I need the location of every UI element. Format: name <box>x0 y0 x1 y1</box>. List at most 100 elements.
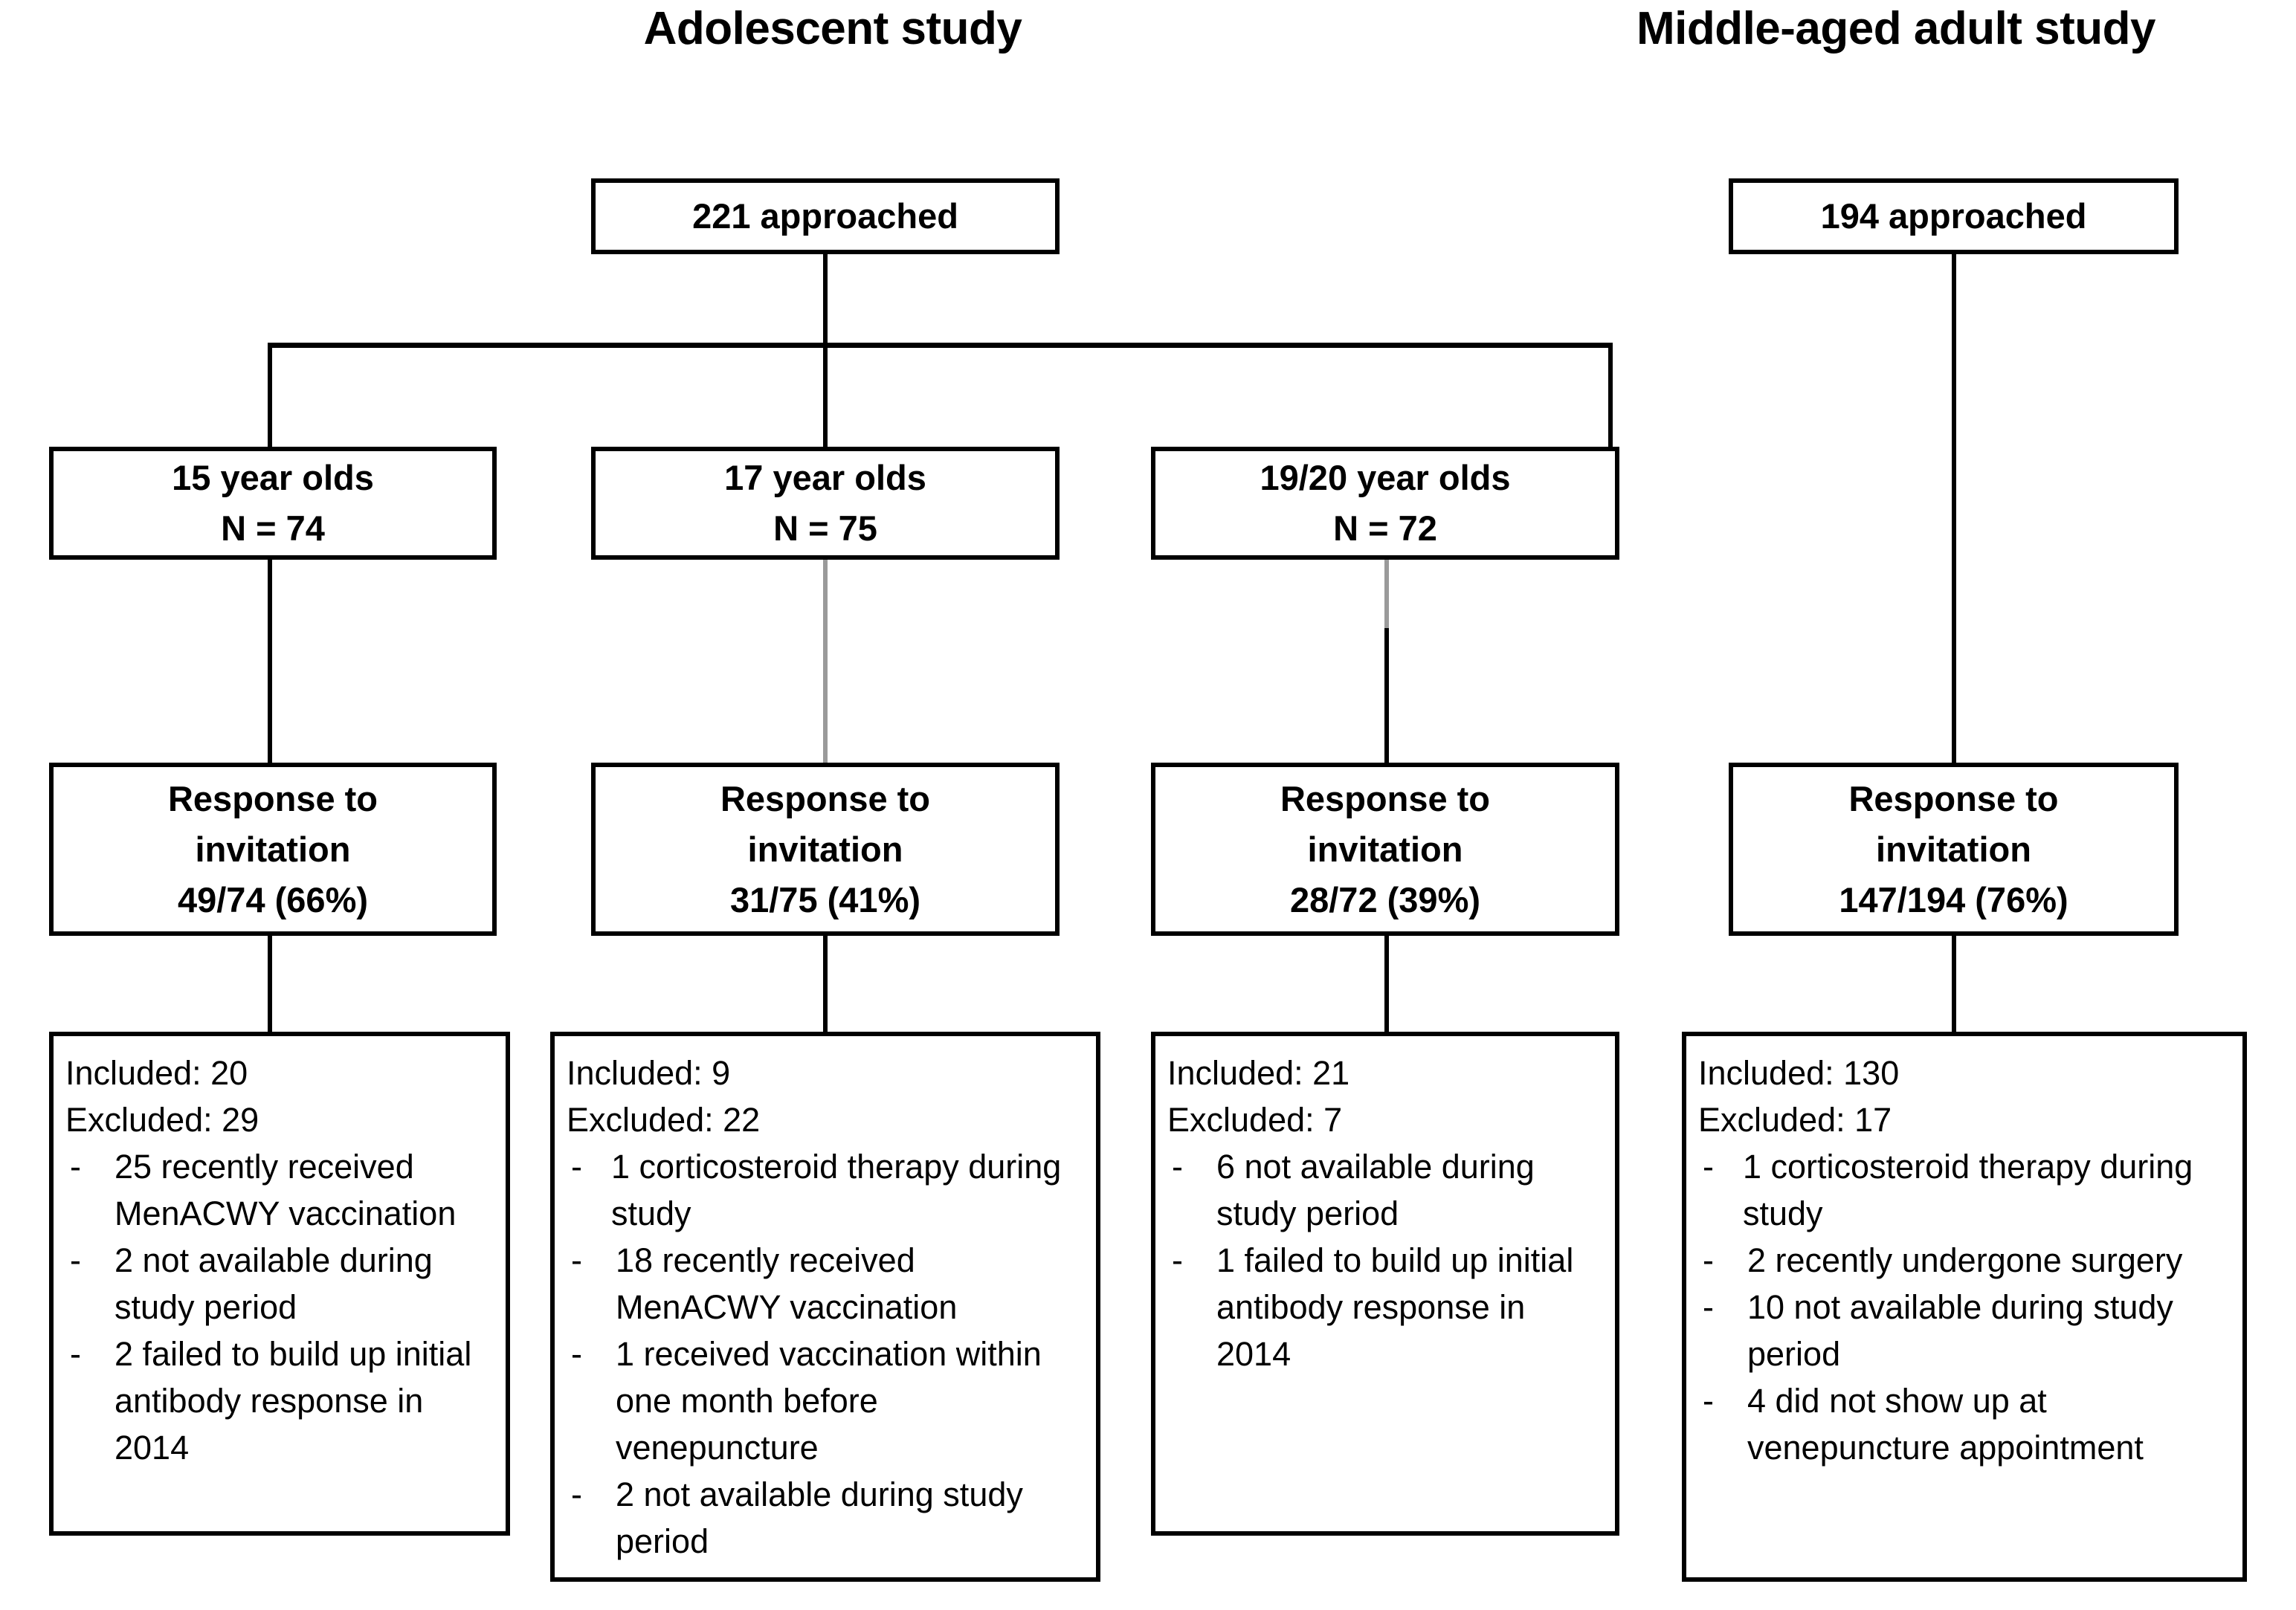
bullet-dash: - <box>1703 1382 1714 1420</box>
bullet-dash: - <box>571 1335 582 1373</box>
connector-response17-to-detail <box>823 936 828 1034</box>
list-item: -10 not available during study period <box>1698 1284 2231 1377</box>
list-item: -18 recently received MenACWY vaccinatio… <box>567 1237 1084 1331</box>
list-item: -2 failed to build up initial antibody r… <box>65 1331 494 1471</box>
detail-17-excluded: Excluded: 22 <box>567 1101 761 1139</box>
box-detail-adult: Included: 130 Excluded: 17 -1 corticoste… <box>1682 1032 2247 1582</box>
age-group-17-label: 17 year olds <box>724 458 926 497</box>
list-item: -1 corticosteroid therapy during study <box>1698 1143 2231 1237</box>
age-group-15-label: 15 year olds <box>172 458 374 497</box>
age-group-17-n: N = 75 <box>773 508 877 548</box>
bullet-dash: - <box>1703 1148 1714 1186</box>
reason-text: 2 not available during study period <box>115 1241 433 1326</box>
bullet-dash: - <box>70 1335 81 1373</box>
detail-17-reason-list: -1 corticosteroid therapy during study -… <box>567 1143 1084 1565</box>
detail-15-included: Included: 20 <box>65 1054 248 1092</box>
detail-19-20-included: Included: 21 <box>1167 1054 1350 1092</box>
box-detail-15: Included: 20 Excluded: 29 -25 recently r… <box>49 1032 510 1536</box>
age-group-19-20-n: N = 72 <box>1333 508 1437 548</box>
box-response-15: Response to invitation 49/74 (66%) <box>49 763 497 936</box>
response-17-value: 31/75 (41%) <box>729 879 921 919</box>
bullet-dash: - <box>70 1148 81 1186</box>
list-item: -1 corticosteroid therapy during study <box>567 1143 1084 1237</box>
connector-17yo-to-response <box>823 560 828 764</box>
box-detail-19-20: Included: 21 Excluded: 7 -6 not availabl… <box>1151 1032 1619 1536</box>
bullet-dash: - <box>1703 1241 1714 1279</box>
bullet-dash: - <box>571 1148 582 1186</box>
response-19-20-value: 28/72 (39%) <box>1289 879 1481 919</box>
box-age-group-19-20: 19/20 year olds N = 72 <box>1151 447 1619 560</box>
box-194-approached: 194 approached <box>1729 178 2179 254</box>
response-15-line1: Response to <box>167 778 378 818</box>
connector-split-to-19yo <box>1608 343 1613 449</box>
detail-adult-excluded: Excluded: 17 <box>1698 1101 1892 1139</box>
response-adult-line2: invitation <box>1876 829 2031 869</box>
reason-text: 10 not available during study period <box>1747 1288 2173 1373</box>
detail-15-excluded: Excluded: 29 <box>65 1101 259 1139</box>
list-item: -25 recently received MenACWY vaccinatio… <box>65 1143 494 1237</box>
box-response-17: Response to invitation 31/75 (41%) <box>591 763 1060 936</box>
box-detail-17: Included: 9 Excluded: 22 -1 corticostero… <box>550 1032 1100 1582</box>
list-item: -4 did not show up at venepuncture appoi… <box>1698 1377 2231 1471</box>
box-response-adult: Response to invitation 147/194 (76%) <box>1729 763 2179 936</box>
age-group-19-20-label: 19/20 year olds <box>1260 458 1511 497</box>
response-17-line1: Response to <box>720 778 931 818</box>
response-19-20-line2: invitation <box>1307 829 1463 869</box>
bullet-dash: - <box>1172 1148 1183 1186</box>
reason-text: 4 did not show up at venepuncture appoin… <box>1747 1382 2144 1467</box>
reason-text: 1 corticosteroid therapy during study <box>1743 1148 2193 1232</box>
connector-response19-to-detail <box>1384 936 1389 1034</box>
title-adolescent-study: Adolescent study <box>643 3 1022 54</box>
detail-19-20-excluded: Excluded: 7 <box>1167 1101 1343 1139</box>
response-adult-value: 147/194 (76%) <box>1839 879 2068 919</box>
box-194-approached-label: 194 approached <box>1820 196 2087 236</box>
bullet-dash: - <box>571 1241 582 1279</box>
connector-split-to-17yo <box>823 343 828 449</box>
box-response-19-20: Response to invitation 28/72 (39%) <box>1151 763 1619 936</box>
reason-text: 1 failed to build up initial antibody re… <box>1216 1241 1574 1373</box>
detail-17-included: Included: 9 <box>567 1054 731 1092</box>
reason-text: 1 received vaccination within one month … <box>616 1335 1042 1467</box>
response-15-line2: invitation <box>195 829 351 869</box>
list-item: -2 not available during study period <box>65 1237 494 1331</box>
title-middle-aged-adult-study: Middle-aged adult study <box>1636 3 2156 54</box>
connector-221-to-split <box>823 254 828 345</box>
reason-text: 2 not available during study period <box>616 1475 1023 1560</box>
response-15-value: 49/74 (66%) <box>177 879 369 919</box>
connector-19yo-to-response-upper <box>1384 560 1389 630</box>
connector-19yo-to-response-lower <box>1384 628 1389 764</box>
bullet-dash: - <box>70 1241 81 1279</box>
list-item: -2 recently undergone surgery <box>1698 1237 2231 1284</box>
connector-15yo-to-response <box>268 560 272 764</box>
bullet-dash: - <box>1172 1241 1183 1279</box>
box-221-approached-label: 221 approached <box>692 196 958 236</box>
connector-split-bar <box>268 343 1613 348</box>
list-item: -1 received vaccination within one month… <box>567 1331 1084 1471</box>
reason-text: 25 recently received MenACWY vaccination <box>115 1148 457 1232</box>
detail-19-20-reason-list: -6 not available during study period -1 … <box>1167 1143 1603 1377</box>
response-17-line2: invitation <box>747 829 903 869</box>
list-item: -1 failed to build up initial antibody r… <box>1167 1237 1603 1377</box>
reason-text: 2 failed to build up initial antibody re… <box>115 1335 472 1467</box>
connector-194-to-response <box>1952 254 1956 764</box>
detail-adult-included: Included: 130 <box>1698 1054 1900 1092</box>
connector-response15-to-detail <box>268 936 272 1034</box>
box-age-group-15: 15 year olds N = 74 <box>49 447 497 560</box>
bullet-dash: - <box>571 1475 582 1513</box>
detail-adult-reason-list: -1 corticosteroid therapy during study -… <box>1698 1143 2231 1471</box>
reason-text: 1 corticosteroid therapy during study <box>611 1148 1062 1232</box>
list-item: -6 not available during study period <box>1167 1143 1603 1237</box>
detail-15-reason-list: -25 recently received MenACWY vaccinatio… <box>65 1143 494 1471</box>
list-item: -2 not available during study period <box>567 1471 1084 1565</box>
response-adult-line1: Response to <box>1848 778 2059 818</box>
age-group-15-n: N = 74 <box>221 508 325 548</box>
connector-responseadult-to-detail <box>1952 936 1956 1034</box>
box-age-group-17: 17 year olds N = 75 <box>591 447 1060 560</box>
response-19-20-line1: Response to <box>1280 778 1491 818</box>
reason-text: 2 recently undergone surgery <box>1747 1241 2183 1279</box>
box-221-approached: 221 approached <box>591 178 1060 254</box>
reason-text: 6 not available during study period <box>1216 1148 1535 1232</box>
connector-split-to-15yo <box>268 343 272 449</box>
bullet-dash: - <box>1703 1288 1714 1326</box>
